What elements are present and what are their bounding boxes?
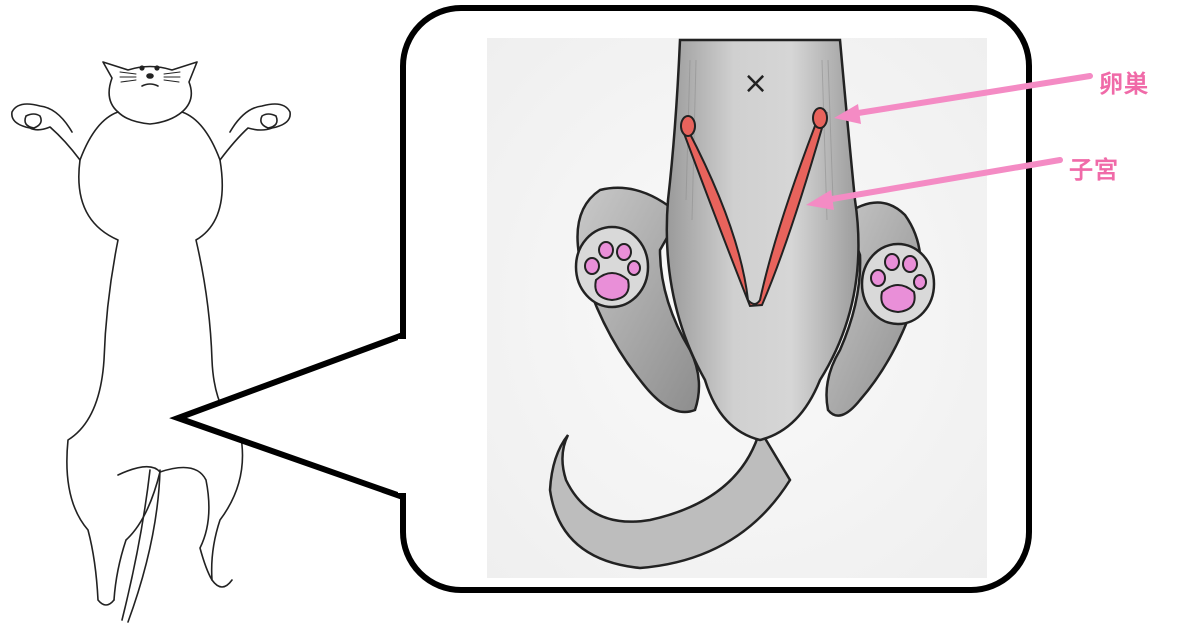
left-paw	[576, 227, 648, 307]
cat-torso-left	[67, 160, 118, 605]
cat-eye-left	[140, 66, 144, 70]
uterus-label: 子宮	[1069, 150, 1119, 185]
cat-head-outline	[103, 62, 197, 124]
cat-right-paw-inner	[261, 114, 277, 128]
cat-left-arm	[12, 104, 118, 160]
cat-mouth	[142, 84, 158, 86]
ovary-left	[681, 116, 695, 136]
cat-nose	[147, 74, 153, 78]
cat-right-arm	[182, 104, 290, 160]
illustration-panel	[487, 38, 987, 578]
cat-hind-leg-right	[160, 468, 212, 581]
ovary-right	[813, 108, 827, 128]
right-paw	[862, 244, 934, 324]
ovary-label: 卵巣	[1099, 64, 1149, 99]
cat-eye-right	[155, 66, 159, 70]
incision-marker: ×	[743, 66, 768, 101]
cat-outline-figure	[12, 62, 290, 622]
cat-left-paw-inner	[25, 114, 41, 128]
cat-torso-right	[196, 160, 243, 587]
